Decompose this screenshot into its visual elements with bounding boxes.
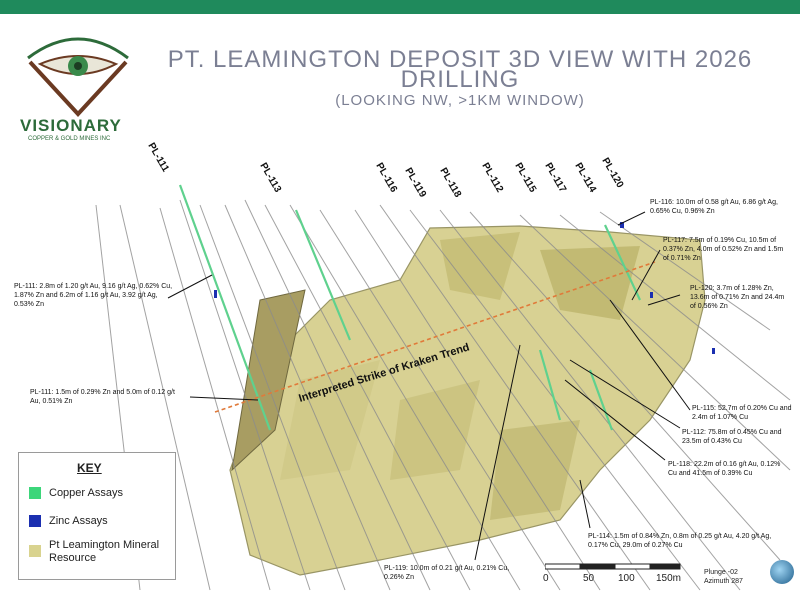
subtitle: (LOOKING NW, >1KM WINDOW) — [335, 92, 585, 109]
resource-facet — [390, 380, 480, 480]
resource-facet — [540, 246, 640, 320]
legend-label: Copper Assays — [49, 487, 123, 499]
globe-compass-icon — [770, 560, 794, 584]
hole-label: PL-117 — [542, 161, 568, 195]
scale-tick-150: 150m — [656, 573, 682, 584]
scale-tick-50: 50 — [583, 573, 595, 584]
hole-label: PL-112 — [479, 161, 505, 195]
hole-label: PL-119 — [402, 166, 428, 200]
zinc-assay-markers — [214, 222, 715, 354]
annotation-pl114: PL-114: 1.5m of 0.84% Zn, 0.8m of 0.25 g… — [588, 533, 772, 549]
annotation-pl119: PL-119: 10.0m of 0.21 g/t Au, 0.21% Cu, … — [384, 565, 510, 581]
header-bar — [0, 0, 800, 14]
hole-label: PL-111 — [145, 141, 171, 174]
hole-label: PL-120 — [599, 156, 625, 190]
azimuth-value: Azimuth 287 — [704, 578, 743, 585]
title-block: PT. LEAMINGTON DEPOSIT 3D VIEW WITH 2026… — [160, 46, 760, 110]
resource-facet — [490, 420, 580, 520]
annotation-pl111-lower: PL-111: 1.5m of 0.29% Zn and 5.0m of 0.1… — [30, 389, 175, 405]
legend-label: Zinc Assays — [49, 515, 108, 527]
legend-title: KEY — [77, 461, 102, 475]
resource-swatch — [29, 545, 41, 557]
copper-swatch — [29, 487, 41, 499]
plunge-value: Plunge -02 — [704, 569, 738, 576]
resource-facet — [280, 360, 380, 480]
resource-facet — [440, 232, 520, 300]
hole-label: PL-118 — [437, 166, 463, 200]
hole-label: PL-113 — [257, 161, 283, 195]
legend-key: KEY Copper Assays Zinc Assays Pt Leaming… — [18, 452, 176, 580]
annotation-pl117: PL-117: 7.5m of 0.19% Cu, 10.5m of 0.37%… — [663, 237, 784, 262]
callout-leaders — [167, 211, 691, 561]
eye-logo-icon — [27, 37, 129, 117]
zinc-swatch — [29, 515, 41, 527]
annotation-pl111-upper: PL-111: 2.8m of 1.20 g/t Au, 9.16 g/t Ag… — [14, 283, 173, 308]
hole-label: PL-114 — [572, 161, 598, 195]
resource-slab-left — [231, 289, 306, 472]
hole-label: PL-116 — [373, 161, 399, 195]
view-orientation: Plunge -02 Azimuth 287 — [704, 568, 743, 586]
copper-assay-traces — [178, 184, 641, 431]
scale-tick-0: 0 — [543, 573, 549, 584]
legend-label: Pt Leamington Mineral Resource — [49, 539, 160, 564]
title-line-2: DRILLING — [400, 66, 520, 93]
kraken-trend-line — [214, 261, 656, 413]
annotation-pl116: PL-116: 10.0m of 0.58 g/t Au, 6.86 g/t A… — [650, 199, 778, 215]
annotation-pl112: PL-112: 75.8m of 0.45% Cu and 23.5m of 0… — [682, 429, 782, 445]
scale-tick-100: 100 — [618, 573, 635, 584]
hole-label: PL-115 — [512, 161, 538, 195]
logo-tagline: COPPER & GOLD MINES INC — [28, 136, 111, 142]
logo-name: VISIONARY — [20, 116, 122, 135]
annotation-pl118: PL-118: 22.2m of 0.16 g/t Au, 0.12% Cu a… — [668, 461, 781, 477]
scale-bar — [545, 563, 681, 570]
annotation-pl120: PL-120: 3.7m of 1.28% Zn, 13.6m of 0.71%… — [690, 285, 785, 310]
annotation-pl115: PL-115: 52.7m of 0.20% Cu and 2.4m of 1.… — [692, 405, 792, 421]
title-line-1: PT. LEAMINGTON DEPOSIT 3D VIEW WITH 2026 — [167, 46, 753, 73]
